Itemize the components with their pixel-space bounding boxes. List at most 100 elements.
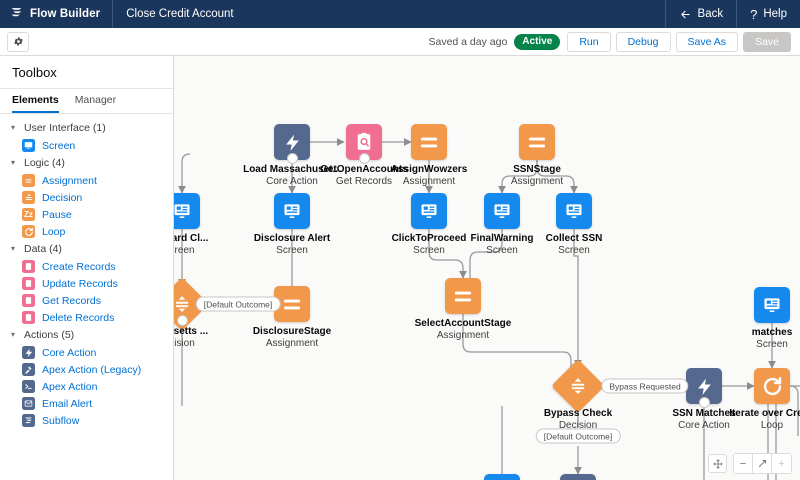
- toolbox-item-update-records[interactable]: Update Records: [0, 275, 173, 292]
- node-type-label: creen: [174, 245, 195, 256]
- toolbox-group-3[interactable]: ▾ Actions (5): [0, 326, 173, 344]
- toolbox-item-loop[interactable]: Loop: [0, 223, 173, 240]
- flow-name: Close Credit Account: [126, 8, 234, 20]
- toolbox-item-assignment[interactable]: Assignment: [0, 172, 173, 189]
- canvas-inner: it Card Cl...creenchusetts ...cisionLoad…: [174, 56, 800, 480]
- toolbox-item-label: Email Alert: [42, 397, 93, 410]
- node-label: Iterate over Credit: [729, 408, 800, 419]
- screen-icon: [22, 139, 35, 152]
- run-button[interactable]: Run: [567, 31, 611, 52]
- zoom-button-group[interactable]: − +: [733, 453, 792, 474]
- screen-icon: [411, 193, 447, 229]
- save-as-button[interactable]: Save As: [675, 31, 739, 52]
- node-type-label: Assignment: [265, 338, 319, 349]
- get-records-icon: [22, 294, 35, 307]
- toolbox-item-label: Loop: [42, 225, 66, 238]
- apex-action-icon: [22, 380, 35, 393]
- toolbox-item-apex-action-legacy[interactable]: Apex Action (Legacy): [0, 361, 173, 378]
- toolbox-group-label: User Interface (1): [24, 122, 106, 134]
- toolbox-tab-elements[interactable]: Elements: [12, 89, 59, 113]
- toolbox-item-label: Delete Records: [42, 311, 115, 324]
- node-label: SSNStage: [513, 164, 561, 175]
- node-connector-handle[interactable]: [698, 397, 710, 408]
- toolbox-group-0[interactable]: ▾ User Interface (1): [0, 119, 173, 137]
- toolbox-panel: Toolbox Elements Manager ▾ User Interface …: [0, 56, 174, 480]
- toolbox-group-label: Actions (5): [24, 329, 75, 341]
- delete-records-icon: [22, 311, 35, 324]
- flow-canvas[interactable]: it Card Cl...creenchusetts ...cisionLoad…: [174, 56, 800, 480]
- brand-area[interactable]: Flow Builder: [0, 0, 114, 28]
- fit-to-view-icon[interactable]: [708, 454, 727, 473]
- toolbox-item-delete-records[interactable]: Delete Records: [0, 309, 173, 326]
- toolbox-item-decision[interactable]: Decision: [0, 189, 173, 206]
- sub-toolbar: Saved a day ago Active Run Debug Save As…: [0, 28, 800, 56]
- node-type-label: Assignment: [436, 330, 490, 341]
- node-type-label: Screen: [558, 245, 590, 256]
- node-type-label: Screen: [486, 245, 518, 256]
- toolbox-tab-manager[interactable]: Manager: [74, 94, 117, 106]
- zoom-controls[interactable]: − +: [708, 453, 792, 474]
- node-connector-handle[interactable]: [176, 315, 188, 326]
- arrow-left-icon: [679, 9, 692, 20]
- node-label: Bypass Check: [543, 408, 613, 419]
- screen-icon: [174, 193, 200, 229]
- back-button[interactable]: Back: [664, 0, 737, 28]
- toolbox-item-label: Apex Action (Legacy): [42, 363, 142, 376]
- toolbox-item-screen[interactable]: Screen: [0, 137, 173, 154]
- node-type-label: Assignment: [402, 176, 456, 187]
- debug-button[interactable]: Debug: [615, 31, 671, 52]
- node-type-label: Decision: [558, 420, 598, 431]
- help-button[interactable]: ? Help: [736, 0, 800, 28]
- toolbox-item-subflow[interactable]: Subflow: [0, 412, 173, 429]
- question-mark-icon: ?: [750, 6, 758, 22]
- node-type-label: Loop: [760, 420, 784, 431]
- toolbox-group-1[interactable]: ▾Logic (4): [0, 154, 173, 172]
- node-label: matches: [751, 327, 793, 338]
- node-type-label: Screen: [413, 245, 445, 256]
- toolbox-item-core-action[interactable]: Core Action: [0, 344, 173, 361]
- app-header: Flow Builder Close Credit Account Back ?…: [0, 0, 800, 28]
- toolbox-item-email-alert[interactable]: Email Alert: [0, 395, 173, 412]
- node-connector-handle[interactable]: [358, 153, 370, 164]
- update-records-icon: [22, 277, 35, 290]
- assignment-icon: [411, 124, 447, 160]
- connector-label-bypass-requested: Bypass Requested: [601, 378, 689, 394]
- email-alert-icon: [22, 397, 35, 410]
- toolbox-item-label: Assignment: [42, 174, 97, 187]
- zoom-reset-icon[interactable]: [753, 454, 772, 473]
- toolbox-item-label: Screen: [42, 139, 76, 152]
- connector-edges: [178, 138, 800, 480]
- toolbox-item-label: Core Action: [42, 346, 97, 359]
- loop-icon: [22, 225, 35, 238]
- node-label: Collect SSN: [545, 233, 603, 244]
- toolbox-group-2[interactable]: ▾Data (4): [0, 240, 173, 258]
- create-records-icon: [22, 260, 35, 273]
- decision-icon: [22, 191, 35, 204]
- save-button: Save: [743, 31, 791, 52]
- screen-icon: [754, 287, 790, 323]
- status-badge: Active: [514, 33, 561, 50]
- chevron-down-icon: ▾: [10, 330, 15, 339]
- toolbox-item-get-records[interactable]: Get Records: [0, 292, 173, 309]
- chevron-down-icon: ▾: [10, 244, 15, 253]
- flow-builder-logo-icon: [10, 6, 23, 22]
- node-type-label: Core Action: [678, 420, 730, 431]
- zoom-in-button: +: [772, 454, 791, 473]
- apex-action-legacy-icon: [22, 363, 35, 376]
- zoom-out-button[interactable]: −: [734, 454, 753, 473]
- screen-icon: [484, 193, 520, 229]
- toolbox-item-label: Pause: [42, 208, 72, 221]
- toolbox-item-label: Get Records: [42, 294, 101, 307]
- node-connector-handle[interactable]: [286, 153, 298, 164]
- toolbox-item-create-records[interactable]: Create Records: [0, 258, 173, 275]
- toolbox-item-apex-action[interactable]: Apex Action: [0, 378, 173, 395]
- toolbox-title: Toolbox: [0, 56, 173, 89]
- chevron-down-icon: ▾: [10, 123, 15, 132]
- screen-icon: [274, 193, 310, 229]
- connector-label-default-outcome-bypass: [Default Outcome]: [535, 428, 621, 444]
- gear-icon[interactable]: [7, 31, 29, 52]
- toolbox-item-label: Apex Action: [42, 380, 98, 393]
- node-label: DisclosureStage: [252, 326, 332, 337]
- toolbox-tabs: Elements Manager: [0, 89, 173, 114]
